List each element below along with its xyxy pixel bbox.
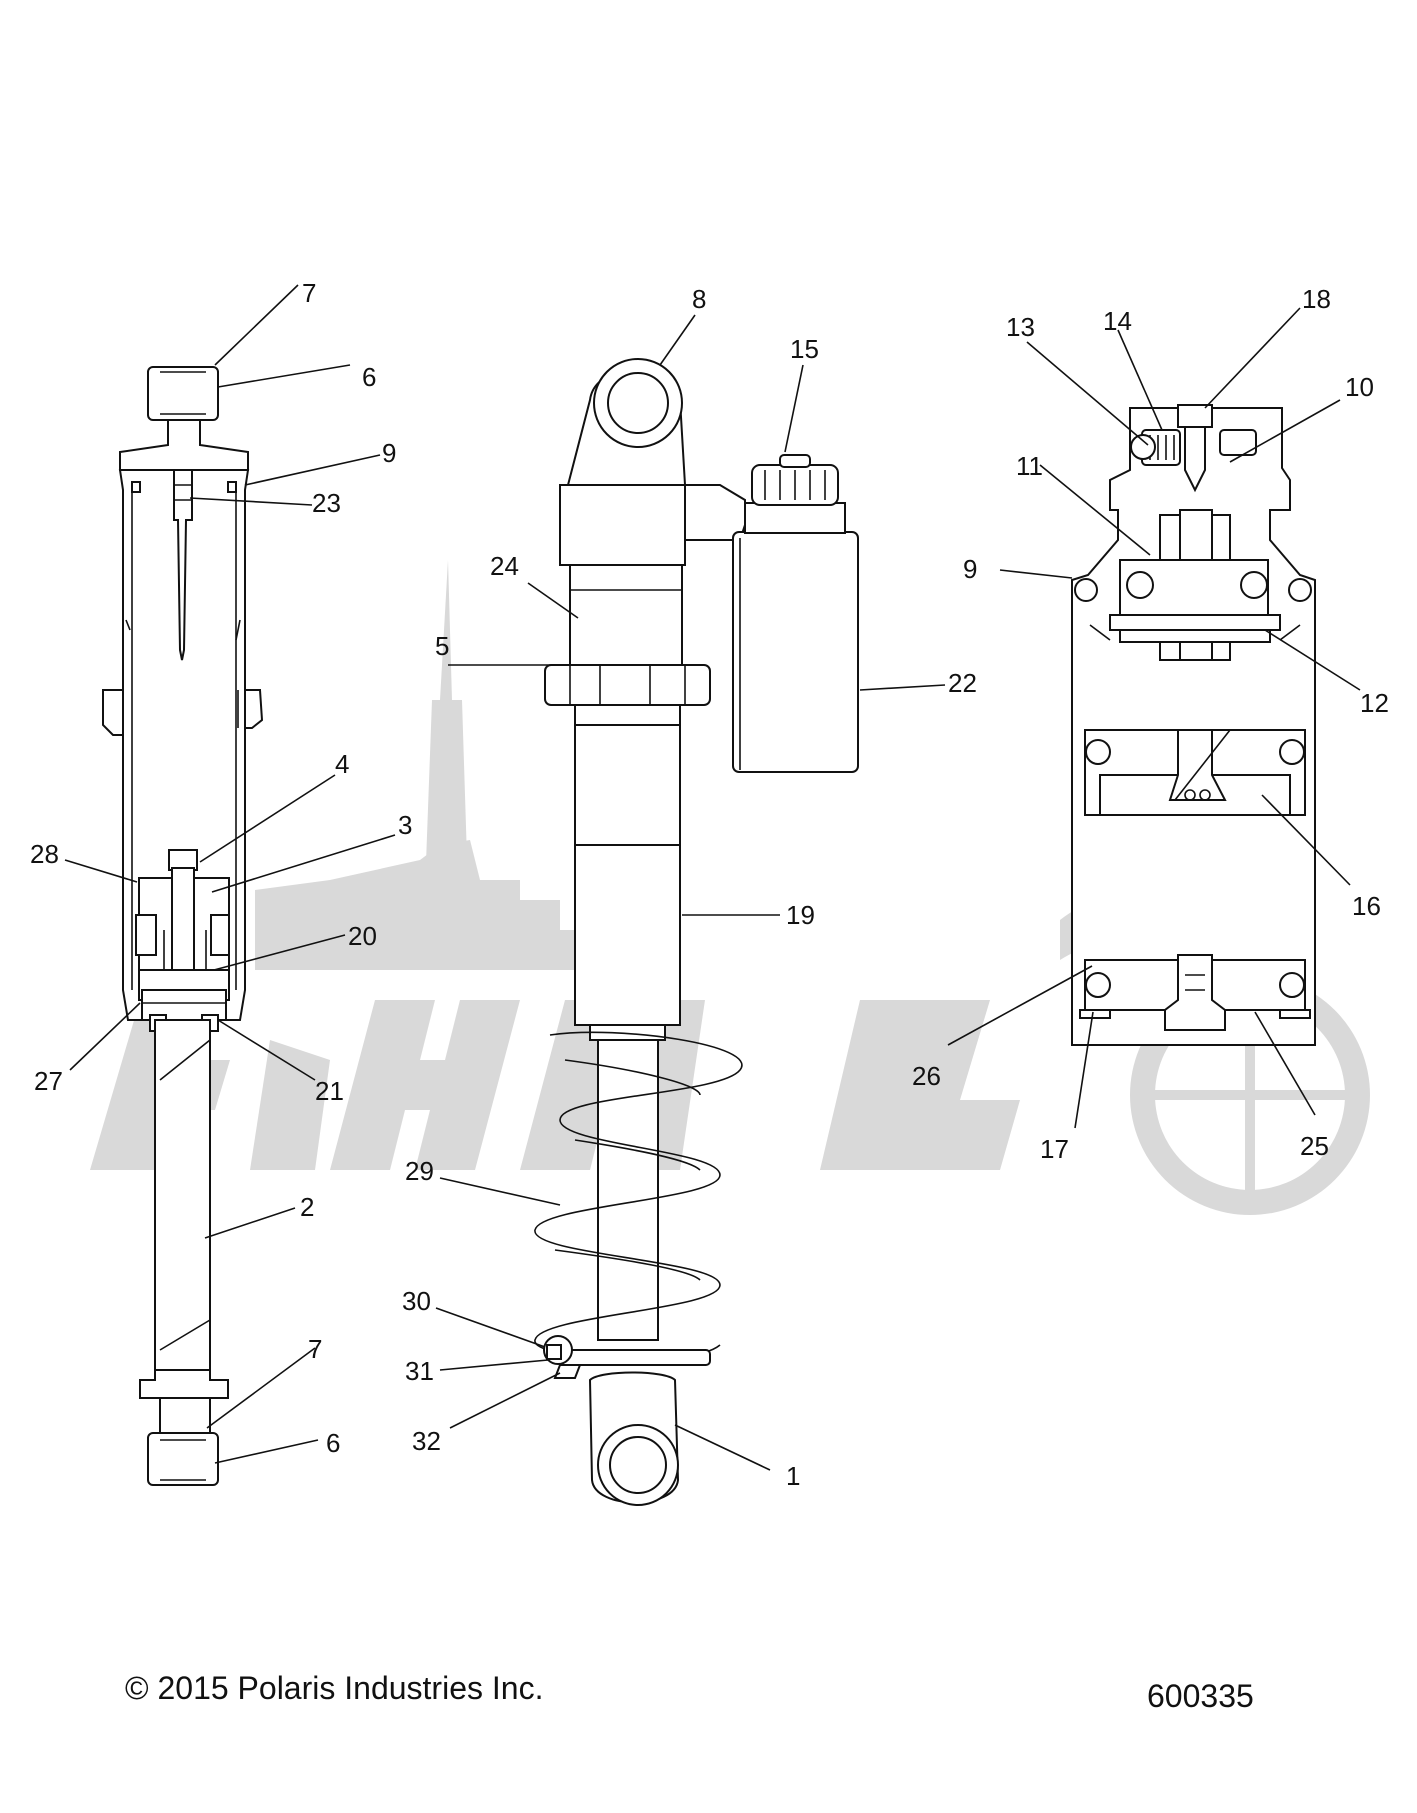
callout-20: 20	[348, 921, 377, 951]
callout-8: 8	[692, 284, 706, 314]
callout-14: 14	[1103, 306, 1132, 336]
callout-11: 11	[1016, 451, 1043, 481]
callout-3: 3	[398, 810, 412, 840]
callout-9-right: 9	[963, 554, 977, 584]
callout-6-top: 6	[362, 362, 376, 392]
callout-2: 2	[300, 1192, 314, 1222]
callout-28: 28	[30, 839, 59, 869]
callout-13: 13	[1006, 312, 1035, 342]
callout-22: 22	[948, 668, 977, 698]
copyright-notice: © 2015 Polaris Industries Inc.	[125, 1670, 544, 1706]
callout-1: 1	[786, 1461, 800, 1491]
leader-lines	[64, 284, 1361, 1471]
callout-30: 30	[402, 1286, 431, 1316]
callout-23: 23	[312, 488, 341, 518]
callout-16: 16	[1352, 891, 1381, 921]
callout-12: 12	[1360, 688, 1389, 718]
callout-7-top: 7	[302, 278, 316, 308]
callout-27: 27	[34, 1066, 63, 1096]
callout-18: 18	[1302, 284, 1331, 314]
callout-31: 31	[405, 1356, 434, 1386]
callout-15: 15	[790, 334, 819, 364]
drawing-number: 600335	[1147, 1678, 1254, 1714]
callout-21: 21	[315, 1076, 344, 1106]
callout-24: 24	[490, 551, 519, 581]
callout-32: 32	[412, 1426, 441, 1456]
callout-25: 25	[1300, 1131, 1329, 1161]
callout-4: 4	[335, 749, 349, 779]
callout-17: 17	[1040, 1134, 1069, 1164]
right-reservoir-section	[1071, 404, 1316, 1046]
callout-5: 5	[435, 631, 449, 661]
callout-9-left: 9	[382, 438, 396, 468]
callout-26: 26	[912, 1061, 941, 1091]
middle-shock-assembly	[534, 358, 859, 1506]
callout-labels: 7 6 9 23 4 3 28 20 27 21 2 7 6 8 15 24 5…	[30, 278, 1389, 1491]
left-shock-section	[102, 366, 264, 1486]
callout-6-bottom: 6	[326, 1428, 340, 1458]
callout-29: 29	[405, 1156, 434, 1186]
callout-10: 10	[1345, 372, 1374, 402]
callout-7-bottom: 7	[308, 1334, 322, 1364]
callout-19: 19	[786, 900, 815, 930]
